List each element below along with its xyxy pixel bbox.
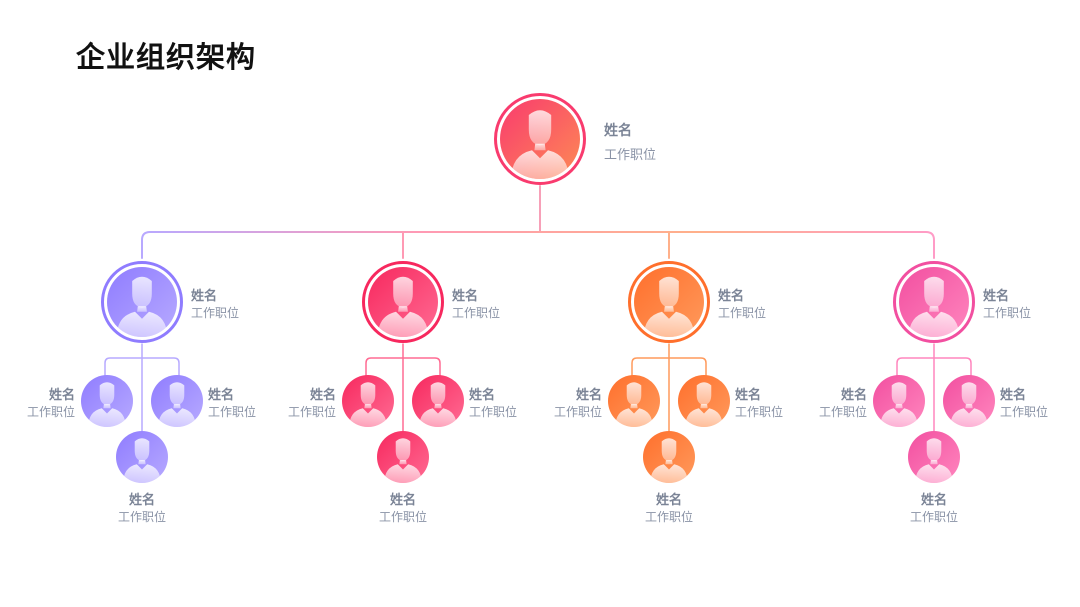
person-icon [384,438,422,483]
person-icon [158,382,196,427]
member-name: 姓名 [48,388,75,403]
member-position: 工作职位 [735,405,784,419]
member-name: 姓名 [735,388,762,403]
member-name: 姓名 [469,388,496,403]
group-head-name: 姓名 [452,289,479,304]
member-name: 姓名 [1000,388,1027,403]
branch-bar [141,231,935,259]
member-position: 工作职位 [117,510,166,524]
member-avatar[interactable] [377,431,429,483]
member-position: 工作职位 [208,405,257,419]
person-icon [685,382,723,427]
group-head-avatar[interactable] [107,267,177,337]
member-avatar[interactable] [643,431,695,483]
member-name: 姓名 [655,493,682,508]
group-head-name: 姓名 [191,289,218,304]
member-position: 工作职位 [1000,405,1049,419]
group-head-avatar[interactable] [634,267,704,337]
person-icon [511,110,569,179]
member-name: 姓名 [920,493,947,508]
sub-branch-bar [896,357,972,379]
group-head-position: 工作职位 [191,306,240,320]
member-name: 姓名 [840,388,867,403]
member-position: 工作职位 [378,510,427,524]
group-head-position: 工作职位 [983,306,1032,320]
person-icon [643,276,695,337]
member-position: 工作职位 [26,405,75,419]
person-icon [349,382,387,427]
sub-branch-bar [365,357,441,379]
person-icon [880,382,918,427]
page-title: 企业组织架构 [76,40,257,74]
member-position: 工作职位 [909,510,958,524]
member-avatar[interactable] [151,375,203,427]
member-avatar[interactable] [873,375,925,427]
member-avatar[interactable] [412,375,464,427]
group-head-avatar[interactable] [899,267,969,337]
sub-branch-bar [104,357,180,379]
person-icon [950,382,988,427]
person-icon [615,382,653,427]
ceo-avatar[interactable] [500,99,580,179]
member-position: 工作职位 [469,405,518,419]
member-avatar[interactable] [908,431,960,483]
group-head-name: 姓名 [983,289,1010,304]
group-head-position: 工作职位 [452,306,501,320]
member-position: 工作职位 [287,405,336,419]
member-name: 姓名 [128,493,155,508]
person-icon [908,276,960,337]
group-head-position: 工作职位 [718,306,767,320]
member-avatar[interactable] [116,431,168,483]
person-icon [419,382,457,427]
member-position: 工作职位 [644,510,693,524]
ceo-position: 工作职位 [604,148,657,163]
person-icon [377,276,429,337]
member-name: 姓名 [309,388,336,403]
member-avatar[interactable] [342,375,394,427]
member-avatar[interactable] [943,375,995,427]
member-position: 工作职位 [553,405,602,419]
member-name: 姓名 [389,493,416,508]
person-icon [123,438,161,483]
member-name: 姓名 [208,388,235,403]
ceo-name: 姓名 [604,123,632,139]
person-icon [915,438,953,483]
person-icon [116,276,168,337]
person-icon [88,382,126,427]
member-avatar[interactable] [608,375,660,427]
member-avatar[interactable] [678,375,730,427]
person-icon [650,438,688,483]
sub-branch-bar [631,357,707,379]
member-avatar[interactable] [81,375,133,427]
member-position: 工作职位 [818,405,867,419]
member-name: 姓名 [575,388,602,403]
group-head-avatar[interactable] [368,267,438,337]
group-head-name: 姓名 [718,289,745,304]
